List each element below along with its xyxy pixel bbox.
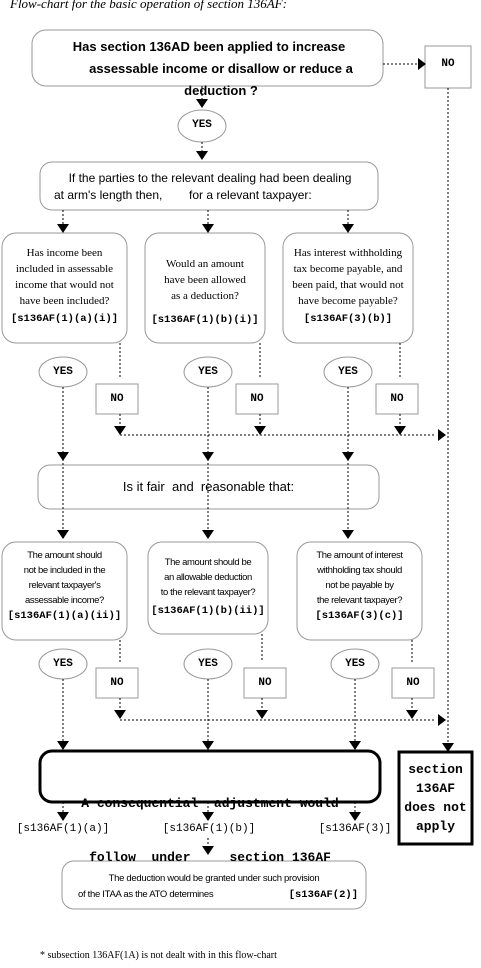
test-deduction-line1: Would an amount bbox=[166, 258, 244, 270]
fair-income-line4: assessable income? bbox=[25, 595, 104, 606]
fair-deduction-line2: an allowable deduction bbox=[164, 572, 252, 583]
fair-deduction-line3: to the relevant taxpayer? bbox=[160, 587, 256, 598]
fair-test-box-deduction bbox=[147, 541, 269, 635]
fair-withholding-line1: The amount of interest bbox=[316, 550, 403, 561]
fair-reasonable-text: Is it fair and reasonable that: bbox=[122, 479, 295, 494]
fair-withholding-line4: the relevant taxpayer? bbox=[316, 595, 403, 606]
fair-income-line3: relevant taxpayer's bbox=[28, 580, 101, 591]
deduction-ref: [s136AF(2)] bbox=[288, 889, 358, 901]
no-box-row2-3 bbox=[391, 667, 435, 699]
yes-label-row1-3: YES bbox=[338, 366, 358, 378]
not-apply-line2: 136AF bbox=[415, 781, 455, 796]
arms-length-line2: at arm's length then, for a relevant tax… bbox=[54, 188, 312, 202]
test-income-ref: [s136AF(1)(a)(i)] bbox=[10, 313, 119, 325]
fair-deduction-ref: [s136AF(1)(b)(ii)] bbox=[151, 605, 265, 617]
consequential-text: A consequential adjustment would follow … bbox=[42, 759, 378, 885]
question-136ad: Has section 136AD been applied to increa… bbox=[34, 36, 384, 102]
test-income-line4: have been included? bbox=[19, 295, 110, 307]
question-136ad-line2: assessable income or disallow or reduce … bbox=[89, 61, 353, 98]
deduction-text: The deduction would be granted under suc… bbox=[64, 871, 364, 903]
fair-income-text: The amount should not be included in the… bbox=[4, 548, 125, 624]
arms-length-line1: If the parties to the relevant dealing h… bbox=[68, 171, 352, 185]
fair-withholding-line2: withholding tax should bbox=[317, 565, 402, 576]
no-box-row1-1 bbox=[95, 383, 139, 415]
consequential-box bbox=[38, 749, 382, 804]
no-box-row1-2 bbox=[235, 383, 279, 415]
fair-test-box-withholding bbox=[296, 541, 423, 641]
footnote: * subsection 136AF(1A) is not dealt with… bbox=[40, 950, 277, 961]
flowchart-title: Flow-chart for the basic operation of se… bbox=[10, 0, 287, 11]
test-income-line2: included in assessable bbox=[15, 263, 114, 275]
no-box-row1-3 bbox=[375, 383, 419, 415]
test-box-deduction bbox=[144, 232, 266, 344]
ref-136af-1b: [s136AF(1)(b)] bbox=[162, 823, 256, 835]
no-box-row2-1 bbox=[95, 667, 139, 699]
fair-deduction-line1: The amount should be bbox=[164, 557, 252, 568]
fair-income-ref: [s136AF(1)(a)(ii)] bbox=[7, 610, 122, 622]
test-box-income bbox=[1, 232, 128, 344]
fair-withholding-ref: [s136AF(3)(c)] bbox=[315, 610, 404, 622]
fair-deduction-text: The amount should be an allowable deduct… bbox=[150, 555, 266, 619]
no-box-row2-2 bbox=[243, 667, 287, 699]
no-label-row1-2: NO bbox=[250, 393, 264, 405]
yes-label-row2-2: YES bbox=[198, 658, 218, 670]
test-withholding-line2: tax become payable, and bbox=[293, 263, 403, 275]
not-apply-box bbox=[397, 750, 474, 846]
deduction-line2: of the ITAA as the ATO determines bbox=[78, 889, 214, 900]
question-box-136ad bbox=[31, 29, 384, 87]
fair-income-line1: The amount should bbox=[27, 550, 102, 561]
arrowheads bbox=[57, 58, 454, 855]
test-income-line3: income that would not bbox=[15, 279, 114, 291]
fair-income-line2: not be included in the bbox=[23, 565, 106, 576]
fair-test-box-income bbox=[1, 541, 128, 641]
test-income-text: Has income been included in assessable i… bbox=[4, 245, 125, 327]
arms-length-box bbox=[39, 161, 379, 211]
deduction-line2-row: of the ITAA as the ATO determines [s136A… bbox=[64, 887, 364, 903]
not-apply-text: section 136AF does not apply bbox=[399, 760, 472, 836]
deduction-box bbox=[61, 860, 367, 910]
test-withholding-ref: [s136AF(3)(b)] bbox=[303, 313, 393, 325]
test-deduction-text: Would an amount have been allowed as a d… bbox=[147, 256, 263, 328]
ref-136af-3: [s136AF(3)] bbox=[318, 823, 392, 835]
no-label-row1-3: NO bbox=[390, 393, 404, 405]
ref-136af-1a: [s136AF(1)(a)] bbox=[16, 823, 110, 835]
test-withholding-text: Has interest withholding tax become paya… bbox=[285, 245, 411, 327]
yes-label-row1-1: YES bbox=[53, 366, 73, 378]
test-deduction-line3: as a deduction? bbox=[171, 290, 239, 302]
no-label-row2-1: NO bbox=[110, 677, 124, 689]
no-label-row2-2: NO bbox=[258, 677, 272, 689]
yes-label-row2-3: YES bbox=[345, 658, 365, 670]
deduction-line1: The deduction would be granted under suc… bbox=[108, 873, 320, 884]
yes-label-row2-1: YES bbox=[53, 658, 73, 670]
consequential-line2: follow under section 136AF bbox=[89, 850, 331, 865]
test-income-line1: Has income been bbox=[26, 247, 103, 259]
not-apply-line1: section bbox=[408, 762, 463, 777]
no-label-row1-1: NO bbox=[110, 393, 124, 405]
arms-length-text: If the parties to the relevant dealing h… bbox=[42, 170, 378, 204]
no-label-top: NO bbox=[441, 58, 455, 70]
test-withholding-line3: been paid, that would not bbox=[292, 279, 404, 291]
test-withholding-line1: Has interest withholding bbox=[293, 247, 403, 259]
test-withholding-line4: have become payable? bbox=[298, 295, 398, 307]
test-deduction-ref: [s136AF(1)(b)(i)] bbox=[151, 314, 259, 326]
not-apply-line3: does not bbox=[404, 800, 467, 815]
no-label-row2-3: NO bbox=[406, 677, 420, 689]
yes-label-row1-2: YES bbox=[198, 366, 218, 378]
yes-label-top: YES bbox=[192, 119, 212, 131]
fair-withholding-line3: not be payable by bbox=[325, 580, 394, 591]
consequential-line1: A consequential adjustment would bbox=[81, 796, 339, 811]
test-deduction-line2: have been allowed bbox=[164, 274, 246, 286]
fair-withholding-text: The amount of interest withholding tax s… bbox=[299, 548, 420, 624]
not-apply-line4: apply bbox=[415, 819, 455, 834]
question-136ad-line1: Has section 136AD been applied to increa… bbox=[72, 39, 346, 54]
